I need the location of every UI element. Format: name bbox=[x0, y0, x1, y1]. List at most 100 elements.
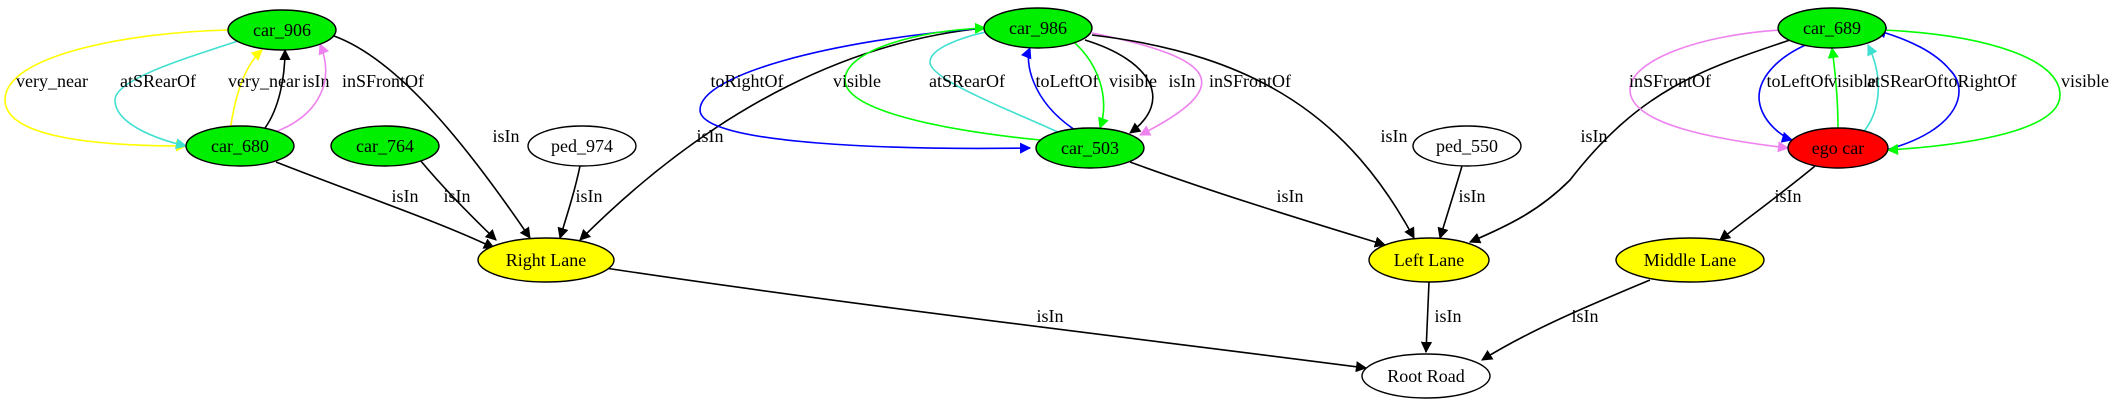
node-shape bbox=[1412, 125, 1522, 167]
edge-line bbox=[1020, 46, 1076, 131]
node-car-764: car_764 bbox=[330, 125, 440, 167]
edge-car_906-car_680: very_near bbox=[4, 29, 231, 152]
node-shape bbox=[477, 237, 615, 283]
edge-car_689-ego_car: inSFrontOf bbox=[1629, 29, 1790, 153]
edge-ego_car-middle_lane: isIn bbox=[1719, 165, 1816, 241]
node-label: car_503 bbox=[1061, 138, 1119, 158]
edge-ped_550-left_lane: isIn bbox=[1437, 165, 1486, 240]
edge-line bbox=[114, 40, 239, 150]
edge-ped_974-right_lane: isIn bbox=[557, 165, 603, 240]
edge-middle_lane-root_road: isIn bbox=[1481, 279, 1651, 361]
edge-car_503-left_lane: isIn bbox=[1129, 161, 1387, 248]
edge-label: atSRearOf bbox=[120, 71, 196, 91]
edge-label: visible bbox=[2061, 71, 2109, 91]
edge-line bbox=[557, 165, 581, 240]
node-ped-550: ped_550 bbox=[1412, 125, 1522, 167]
edge-label: isIn bbox=[444, 186, 471, 206]
node-shape bbox=[1615, 237, 1765, 283]
edge-line bbox=[929, 25, 1061, 134]
edge-car_680-car_906: isIn bbox=[261, 48, 330, 133]
edge-line bbox=[333, 35, 531, 239]
edge-line bbox=[1129, 161, 1387, 248]
edge-label: isIn bbox=[1169, 71, 1196, 91]
edge-line bbox=[419, 159, 497, 241]
edge-car_503-car_986: visible bbox=[833, 22, 1041, 141]
node-car-503: car_503 bbox=[1035, 127, 1145, 169]
edge-label: isIn bbox=[1435, 306, 1462, 326]
node-car-689: car_689 bbox=[1777, 7, 1887, 49]
edge-label: isIn bbox=[576, 186, 603, 206]
edge-car_906-right_lane: isIn bbox=[333, 35, 531, 239]
node-label: car_906 bbox=[253, 20, 311, 40]
node-shape bbox=[1787, 127, 1889, 169]
edge-label: inSFrontOf bbox=[1209, 71, 1291, 91]
edge-label: visible bbox=[833, 71, 881, 91]
node-car-906: car_906 bbox=[227, 9, 337, 51]
edge-car_689-ego_car: visible bbox=[1883, 29, 2109, 155]
edge-line bbox=[1874, 27, 1960, 151]
edge-car_986-left_lane: isIn bbox=[1091, 34, 1415, 239]
edge-line bbox=[579, 27, 986, 241]
edge-ego_car-car_689: atSRearOf bbox=[1859, 43, 1943, 137]
edge-label: isIn bbox=[1572, 306, 1599, 326]
node-shape bbox=[983, 7, 1093, 49]
edge-label: toLeftOf bbox=[1767, 71, 1830, 91]
edge-line bbox=[1084, 39, 1154, 134]
node-middle-lane: Middle Lane bbox=[1615, 237, 1765, 283]
edge-right_lane-root_road: isIn bbox=[604, 267, 1368, 373]
edge-line bbox=[1758, 42, 1811, 143]
edge-label: atSRearOf bbox=[929, 71, 1005, 91]
edge-car_986-car_503: isIn bbox=[1084, 39, 1196, 134]
edge-label: toRightOf bbox=[1943, 71, 2016, 91]
edge-label: very_near bbox=[16, 71, 88, 91]
node-root-road: Root Road bbox=[1361, 353, 1491, 399]
edge-line bbox=[604, 267, 1368, 373]
edge-line bbox=[261, 48, 291, 133]
node-shape bbox=[1368, 237, 1490, 283]
node-car-986: car_986 bbox=[983, 7, 1093, 49]
node-shape bbox=[1361, 353, 1491, 399]
edge-car_503-car_986: toLeftOf bbox=[1020, 46, 1098, 131]
edge-car_986-car_503: inSFrontOf bbox=[1091, 32, 1291, 136]
edge-line bbox=[1064, 34, 1109, 130]
edge-label: isIn bbox=[1381, 126, 1408, 146]
node-label: car_680 bbox=[211, 136, 269, 156]
node-shape bbox=[227, 9, 337, 51]
node-label: Right Lane bbox=[506, 250, 586, 270]
edge-label: visible bbox=[1109, 71, 1157, 91]
edge-car_986-right_lane: isIn bbox=[579, 27, 986, 241]
edge-car_689-ego_car: toLeftOf bbox=[1758, 42, 1830, 143]
node-shape bbox=[185, 125, 295, 167]
node-ego-car: ego car bbox=[1787, 127, 1889, 169]
node-shape bbox=[330, 125, 440, 167]
edge-line bbox=[1437, 165, 1463, 240]
node-label: ego car bbox=[1812, 138, 1864, 158]
edge-label: toRightOf bbox=[710, 71, 783, 91]
edge-label: isIn bbox=[1459, 186, 1486, 206]
edge-label: very_near bbox=[228, 71, 300, 91]
node-car-680: car_680 bbox=[185, 125, 295, 167]
edge-line bbox=[1719, 165, 1816, 241]
node-label: ped_550 bbox=[1436, 136, 1498, 156]
node-label: car_764 bbox=[356, 136, 414, 156]
edge-car_906-car_680: atSRearOf bbox=[114, 40, 239, 150]
node-shape bbox=[1035, 127, 1145, 169]
edge-car_689-left_lane: isIn bbox=[1468, 39, 1791, 244]
edge-line bbox=[274, 42, 330, 133]
edge-line bbox=[1629, 29, 1790, 153]
edge-label: isIn bbox=[1037, 306, 1064, 326]
node-label: car_689 bbox=[1803, 18, 1861, 38]
node-label: car_986 bbox=[1009, 18, 1067, 38]
node-shape bbox=[527, 125, 637, 167]
edge-line bbox=[699, 27, 1032, 154]
node-shape bbox=[1777, 7, 1887, 49]
edge-line bbox=[1091, 32, 1203, 136]
edge-line bbox=[275, 161, 496, 249]
edge-ego_car-car_689: visible bbox=[1827, 46, 1876, 129]
edge-left_lane-root_road: isIn bbox=[1420, 281, 1462, 354]
edge-label: isIn bbox=[493, 126, 520, 146]
edge-ego_car-car_689: toRightOf bbox=[1874, 27, 2017, 151]
edge-car_680-car_906: inSFrontOf bbox=[274, 42, 424, 133]
